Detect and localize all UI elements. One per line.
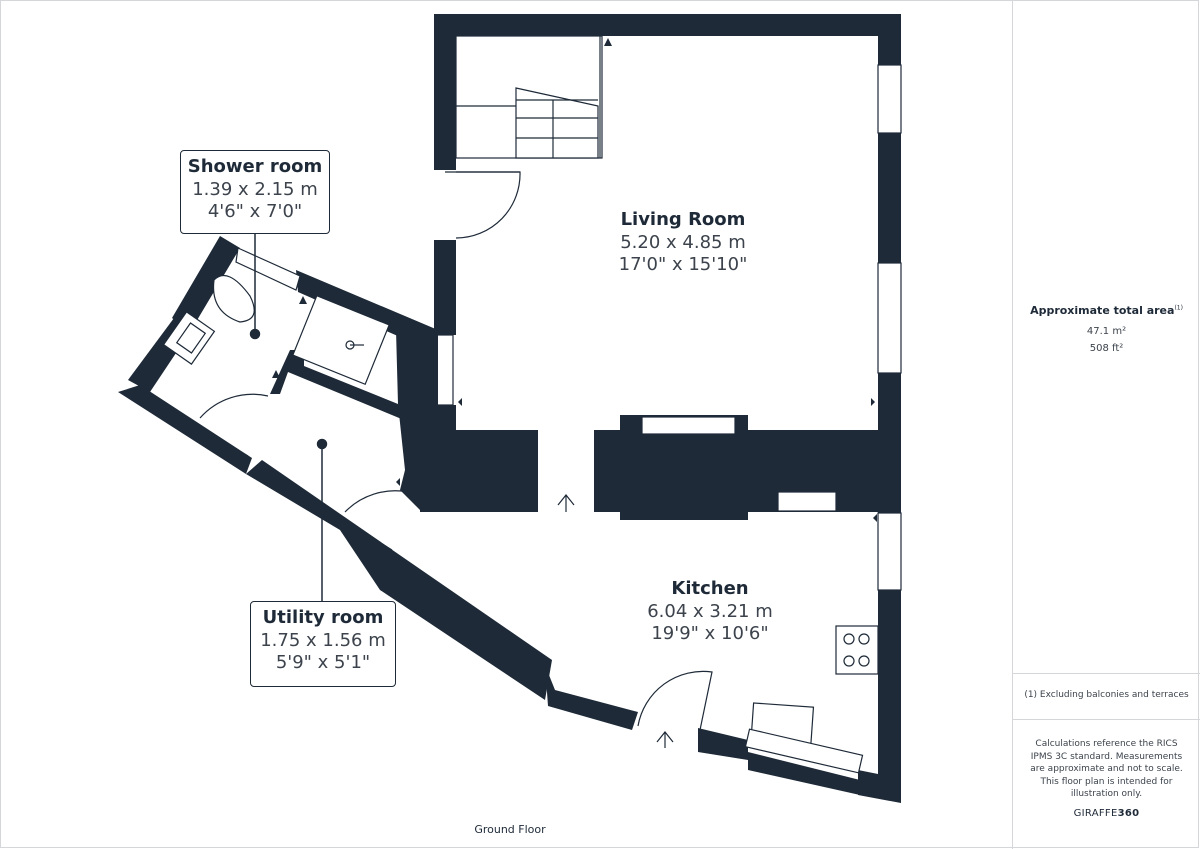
floor-plan	[118, 14, 902, 803]
room-imperial: 19'9" x 10'6"	[651, 623, 769, 644]
room-name: Kitchen	[671, 578, 749, 599]
shower-room-label: Shower room 1.39 x 2.15 m 4'6" x 7'0"	[180, 150, 330, 234]
area-title-text: Approximate total area	[1030, 304, 1175, 317]
utility-room-label: Utility room 1.75 x 1.56 m 5'9" x 5'1"	[250, 601, 396, 687]
shower-fixtures	[162, 275, 390, 386]
room-metric: 6.04 x 3.21 m	[647, 601, 773, 622]
area-title: Approximate total area(1)	[1013, 304, 1200, 317]
entry-arrows	[557, 494, 674, 748]
room-metric: 5.20 x 4.85 m	[620, 232, 746, 253]
room-imperial: 17'0" x 15'10"	[618, 254, 748, 275]
label-leaders	[249, 232, 328, 603]
area-metric: 47.1 m²	[1086, 326, 1127, 337]
living-room-walls	[420, 14, 901, 520]
kitchen-fixtures	[744, 512, 902, 774]
living-door-swing	[455, 171, 521, 239]
footnote: (1) Excluding balconies and terraces	[1024, 690, 1189, 700]
kitchen-label: Kitchen 6.04 x 3.21 m 19'9" x 10'6"	[610, 577, 810, 645]
divider	[1013, 673, 1200, 674]
brand-prefix: GIRAFFE	[1073, 808, 1118, 819]
room-metric: 1.75 x 1.56 m	[260, 630, 386, 651]
brand-logo: GIRAFFE360	[1013, 808, 1200, 819]
kitchen-door-swing	[637, 670, 713, 731]
brand-suffix: 360	[1117, 808, 1140, 819]
floor-name: Ground Floor	[474, 823, 546, 836]
room-imperial: 4'6" x 7'0"	[207, 201, 303, 222]
tick-markers	[272, 38, 877, 522]
area-note-ref: (1)	[1174, 304, 1183, 312]
room-imperial: 5'9" x 5'1"	[275, 652, 371, 673]
living-room-label: Living Room 5.20 x 4.85 m 17'0" x 15'10"	[583, 208, 783, 276]
area-imperial: 508 ft²	[1089, 343, 1124, 354]
info-sidebar: Approximate total area(1) 47.1 m² 508 ft…	[1012, 0, 1200, 849]
staircase	[455, 35, 603, 159]
room-name: Shower room	[187, 156, 323, 177]
utility-door-swing	[344, 490, 409, 513]
calculation-note: Calculations reference the RICS IPMS 3C …	[1030, 739, 1183, 799]
room-name: Living Room	[620, 209, 746, 230]
room-metric: 1.39 x 2.15 m	[192, 179, 318, 200]
divider	[1013, 719, 1200, 720]
living-windows	[436, 64, 902, 512]
shower-door-swing	[199, 393, 269, 419]
room-name: Utility room	[262, 607, 384, 628]
